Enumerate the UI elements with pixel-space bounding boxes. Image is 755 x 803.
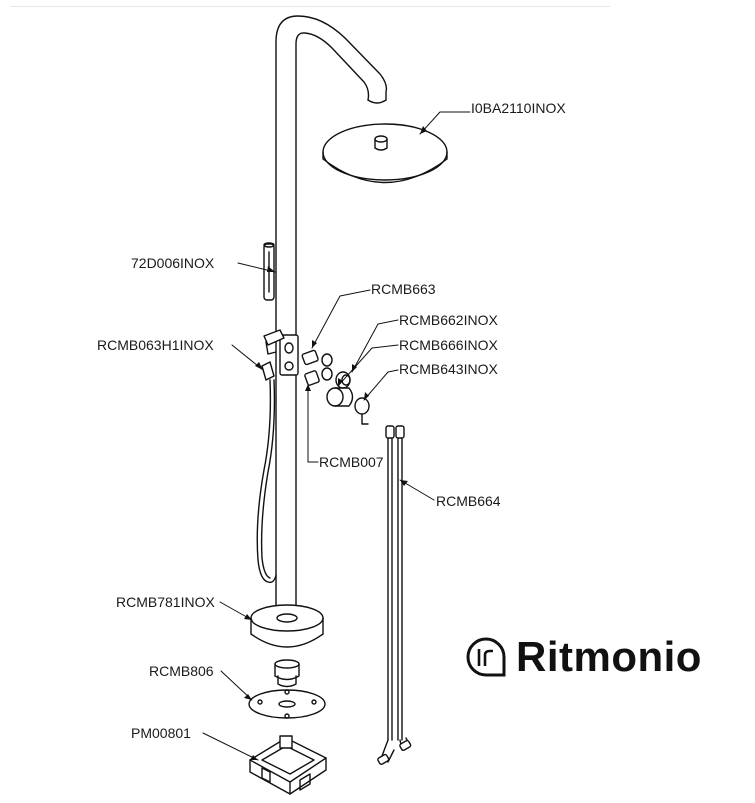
part-label-hand-shower: 72D006INOX [131, 255, 215, 271]
part-label-supply-hoses: RCMB664 [436, 493, 501, 509]
brand-name: Ritmonio [516, 633, 702, 680]
part-label-flange: RCMB806 [149, 663, 214, 679]
base-flange [248, 689, 326, 719]
lever-handle [354, 397, 370, 425]
mounting-box [249, 735, 327, 795]
hand-shower-hose [256, 379, 277, 584]
cartridge-rings [321, 353, 333, 381]
leader-arrows [244, 126, 427, 760]
ritmonio-logo-icon [466, 637, 506, 677]
holder-bracket [261, 329, 285, 381]
supply-hoses [377, 425, 412, 765]
brand-logo: Ritmonio [464, 632, 702, 682]
part-label-trim: RCMB666INOX [399, 337, 498, 353]
part-label-holder: RCMB063H1INOX [97, 337, 214, 353]
part-label-fitting: RCMB007 [319, 454, 384, 470]
shower-column [275, 15, 388, 611]
top-divider [10, 6, 610, 7]
control-knob [326, 387, 354, 407]
diverter-cartridge [301, 349, 320, 386]
leader-lines [202, 111, 471, 761]
part-label-rings: RCMB662INOX [399, 312, 498, 328]
valve-body [279, 334, 299, 376]
base-cover [250, 604, 324, 648]
part-label-base-cover: RCMB781INOX [116, 594, 215, 610]
connector-fitting [274, 659, 300, 688]
part-label-mounting-box: PM00801 [131, 725, 191, 741]
part-label-lever: RCMB643INOX [399, 361, 498, 377]
shower-head [322, 123, 448, 184]
part-label-head: I0BA2110INOX [471, 100, 566, 116]
part-label-cartridge: RCMB663 [371, 281, 436, 297]
